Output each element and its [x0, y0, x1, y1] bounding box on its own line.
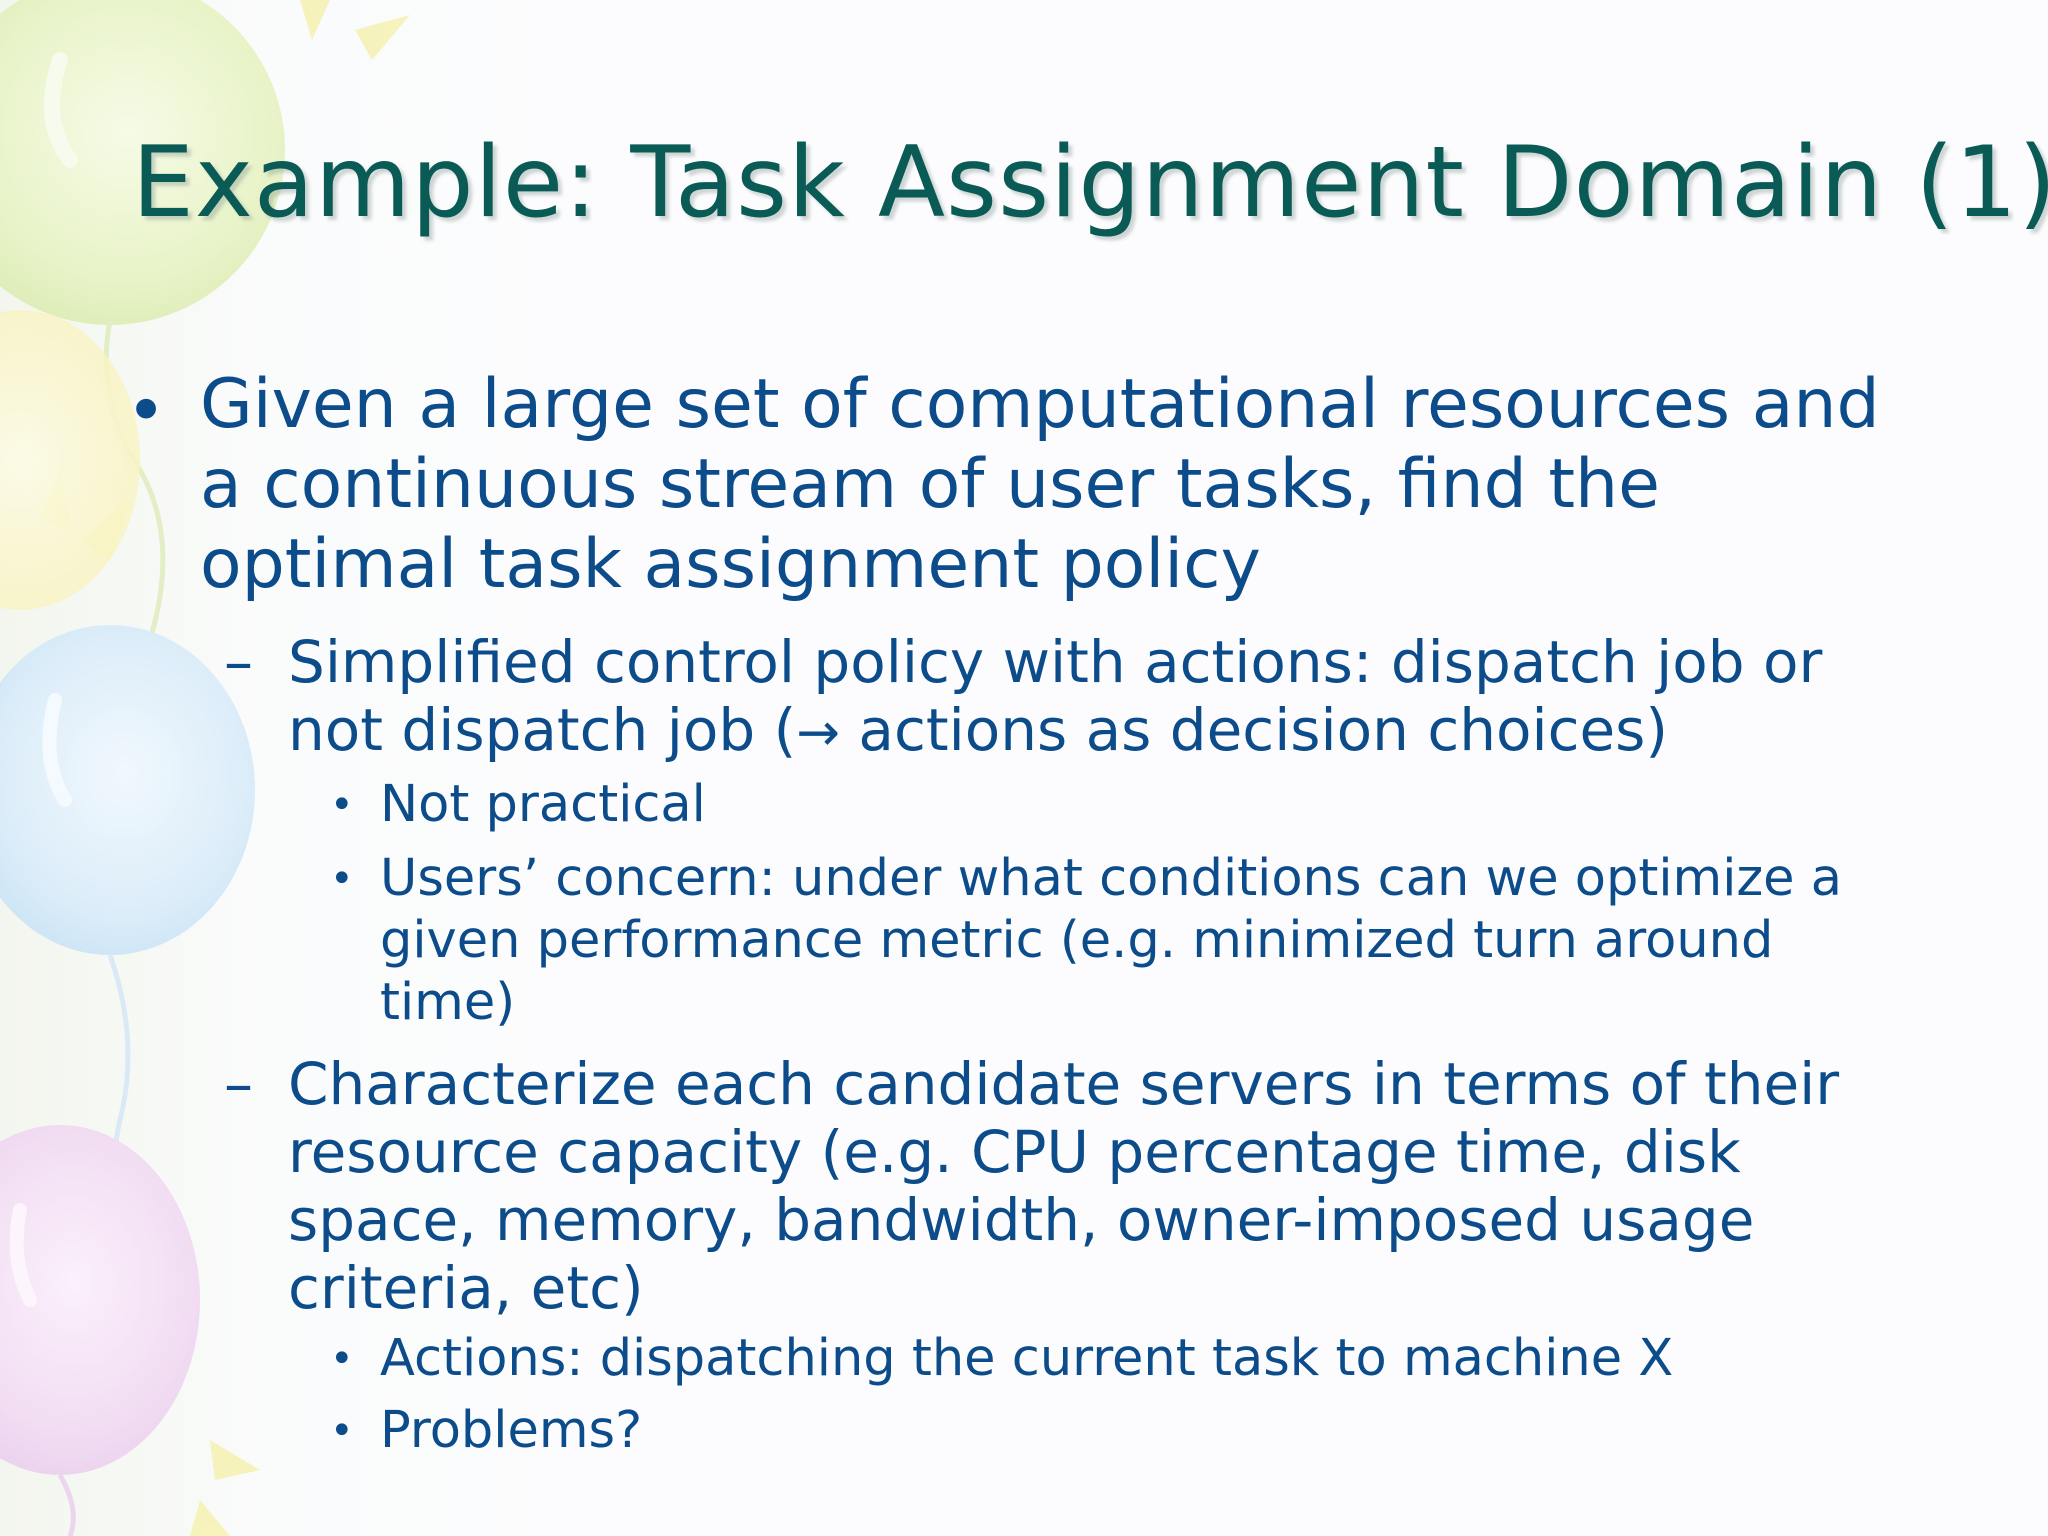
bullet-marker: • — [330, 782, 354, 828]
arrow-right-icon: → — [796, 703, 840, 763]
sub-sub-bullet-not-practical: Not practical — [380, 775, 706, 834]
bullet-main: Given a large set of computational resou… — [200, 365, 1880, 604]
sub-sub-bullet-users-concern: Users’ concern: under what conditions ca… — [380, 849, 1842, 1032]
sub-sub-bullet-actions: Actions: dispatching the current task to… — [380, 1329, 1674, 1388]
slide-title: Example: Task Assignment Domain (1) — [132, 126, 2048, 240]
sub-bullet-control-policy-text-end: actions as decision choices) — [839, 696, 1668, 764]
sub-bullet-characterize-servers: Characterize each candidate servers in t… — [288, 1050, 1840, 1322]
sub-sub-bullet-problems: Problems? — [380, 1401, 643, 1460]
dash-marker: – — [224, 1050, 253, 1118]
bullet-marker: • — [330, 1408, 354, 1454]
bullet-marker: • — [330, 856, 354, 902]
bullet-marker: • — [126, 372, 167, 451]
sub-bullet-control-policy: Simplified control policy with actions: … — [288, 628, 1908, 767]
dash-marker: – — [224, 628, 253, 696]
pink-balloon — [0, 1125, 200, 1536]
sub-bullet-control-policy-text: Simplified control policy with actions: … — [288, 628, 1823, 764]
bullet-marker: • — [330, 1336, 354, 1382]
yellow-balloon — [0, 310, 140, 610]
